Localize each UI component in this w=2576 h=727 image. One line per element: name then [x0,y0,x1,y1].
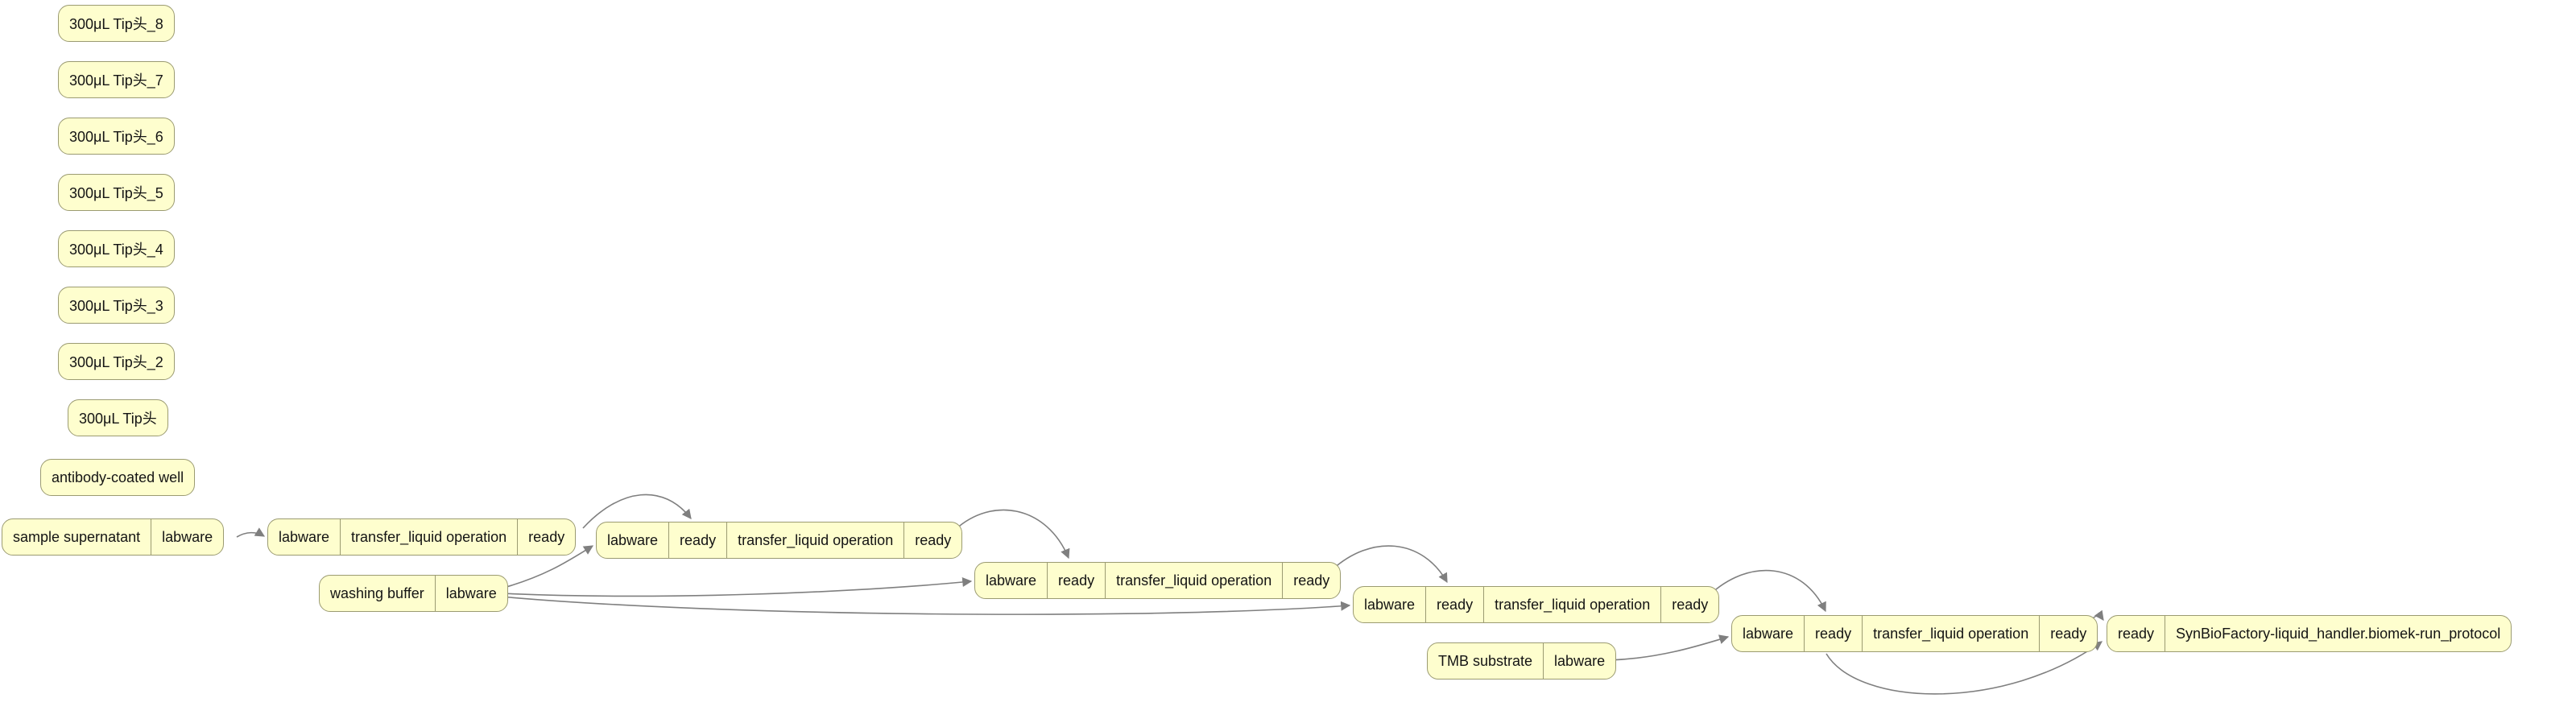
edge-tmb-to-transfer5 [1608,634,1730,661]
node-field-name: TMB substrate [1438,652,1533,669]
node-washing-buffer: washing buffer labware [319,575,508,612]
node-field-ready-in: ready [1804,616,1862,651]
node-field-labware: labware [1743,625,1794,642]
edge-sample-to-transfer1 [236,527,266,538]
node-label: antibody-coated well [52,469,184,485]
node-field-labware: labware [151,519,223,555]
edge-transfer5-to-runprotocol-swoop [1826,641,2103,695]
node-field-labware: labware [279,528,330,545]
node-label: 300μL Tip头_6 [69,129,163,145]
node-transfer-4: labware ready transfer_liquid operation … [1353,586,1720,623]
node-field-ready-out: ready [2039,616,2097,651]
node-field-protocol: SynBioFactory-liquid_handler.biomek-run_… [2165,616,2511,651]
node-transfer-1: labware transfer_liquid operation ready [267,518,577,556]
edge-washing-to-transfer2 [500,545,594,589]
node-tip-3: 300μL Tip头_3 [58,287,175,324]
node-field-name: washing buffer [330,584,424,601]
edge-transfer1-to-transfer2 [582,494,692,529]
node-field-ready-out: ready [1660,587,1718,622]
node-label: 300μL Tip头_7 [69,72,163,89]
node-tip-4: 300μL Tip头_4 [58,230,175,267]
node-field-labware: labware [434,576,507,611]
node-transfer-2: labware ready transfer_liquid operation … [596,522,963,559]
node-field-operation: transfer_liquid operation [726,523,903,558]
node-field-operation: transfer_liquid operation [1483,587,1660,622]
node-label: 300μL Tip头 [79,411,157,427]
node-field-labware: labware [986,572,1037,589]
node-field-ready: ready [517,519,575,555]
edge-washing-to-transfer4 [500,596,1351,615]
node-field-labware: labware [607,531,659,548]
node-field-operation: transfer_liquid operation [1105,563,1282,598]
node-field-ready-out: ready [1282,563,1340,598]
node-sample-supernatant: sample supernatant labware [2,518,225,556]
node-tip-1: 300μL Tip头 [68,399,168,436]
node-tip-7: 300μL Tip头_7 [58,61,175,98]
node-field-ready-in: ready [668,523,726,558]
node-transfer-3: labware ready transfer_liquid operation … [974,562,1342,599]
node-field-labware: labware [1364,596,1416,613]
node-tip-2: 300μL Tip头_2 [58,343,175,380]
node-field-operation: transfer_liquid operation [1862,616,2039,651]
node-field-labware: labware [1543,643,1615,679]
edge-washing-to-transfer3 [500,577,973,597]
node-field-ready-in: ready [1425,587,1483,622]
node-transfer-5: labware ready transfer_liquid operation … [1731,615,2098,652]
node-tip-6: 300μL Tip头_6 [58,118,175,155]
node-label: 300μL Tip头_8 [69,16,163,32]
edge-transfer2-to-transfer3 [954,509,1070,560]
node-field-ready-in: ready [1047,563,1105,598]
node-field-ready-out: ready [903,523,961,558]
node-tip-8: 300μL Tip头_8 [58,5,175,42]
node-field-operation: transfer_liquid operation [340,519,517,555]
node-label: 300μL Tip头_5 [69,185,163,201]
node-label: 300μL Tip头_4 [69,242,163,258]
node-field-name: sample supernatant [13,528,141,545]
node-antibody-coated-well: antibody-coated well [40,459,196,496]
node-run-protocol: ready SynBioFactory-liquid_handler.biome… [2107,615,2512,652]
edge-transfer3-to-transfer4 [1331,545,1448,584]
node-label: 300μL Tip头_3 [69,298,163,314]
edge-transfer4-to-transfer5 [1710,569,1826,613]
node-field-ready: ready [2118,625,2155,642]
node-tip-5: 300μL Tip头_5 [58,174,175,211]
node-label: 300μL Tip头_2 [69,354,163,370]
node-tmb-substrate: TMB substrate labware [1427,642,1617,679]
